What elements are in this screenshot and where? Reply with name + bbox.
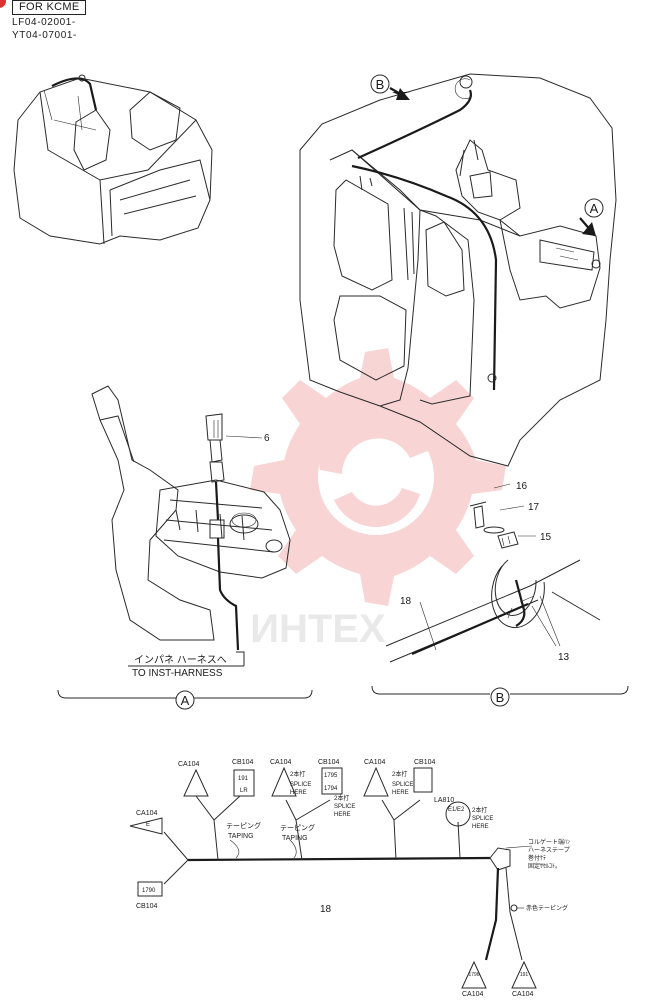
connector-cb104-2 xyxy=(321,767,343,795)
connector-cb104-1 xyxy=(233,769,255,797)
callout-part-6: 6 xyxy=(264,433,270,444)
corrugate-note-1: コルゲート端ﾊﾝ xyxy=(528,838,570,846)
harness-layout-diagram xyxy=(163,795,533,961)
label-ca104-1: CA104 xyxy=(178,761,200,768)
splice-jp-4: 2本打 xyxy=(472,806,487,814)
detail-b-letter: B xyxy=(496,690,505,705)
code-1795: 1795 xyxy=(324,773,338,779)
label-ca104-bottom-1: CA104 xyxy=(462,991,484,998)
model-box-label: FOR KCME xyxy=(12,0,87,15)
view-b-marker-letter: B xyxy=(376,77,385,92)
detail-a-label xyxy=(175,690,195,710)
label-cb104-2: CB104 xyxy=(318,759,340,766)
taping-jp-1: テーピング xyxy=(226,821,261,830)
serial-range-1: LF04-02001- xyxy=(12,17,76,28)
connector-ca104-2 xyxy=(271,766,297,797)
connector-la810 xyxy=(445,801,471,827)
label-ca104-3: CA104 xyxy=(364,759,386,766)
splice-jp-3: 2本打 xyxy=(392,770,407,778)
code-1794: 1794 xyxy=(324,786,338,792)
label-ca104-2: CA104 xyxy=(270,759,292,766)
splice-jp-1: 2本打 xyxy=(290,770,305,778)
taping-jp-2: テーピング xyxy=(280,823,315,832)
view-a-marker xyxy=(584,198,604,218)
splice-en-3a: SPLICE xyxy=(392,782,413,788)
label-cb104-3: CB104 xyxy=(414,759,436,766)
callout-part-16: 16 xyxy=(516,481,528,492)
splice-en-2a: SPLICE xyxy=(334,804,355,810)
callout-part-17: 17 xyxy=(528,502,540,513)
connector-ca104-bottom-1 xyxy=(461,960,487,989)
code-191b: 191 xyxy=(520,972,529,978)
red-taping-note: 赤色テーピング xyxy=(526,904,568,912)
connector-ca104-left: E xyxy=(129,817,163,835)
code-191: 191 xyxy=(238,776,249,782)
label-cb104-1: CB104 xyxy=(232,759,254,766)
connector-cb104-left xyxy=(137,881,163,897)
connector-ca104-bottom-2 xyxy=(511,960,537,989)
connector-cb104-3 xyxy=(413,767,433,793)
code-lr: LR xyxy=(240,788,248,794)
splice-en-2b: HERE xyxy=(334,812,351,818)
splice-en-1b: HERE xyxy=(290,790,307,796)
callout-part-18-detail: 18 xyxy=(400,596,412,607)
taping-en-2: TAPING xyxy=(282,835,308,842)
connector-ca104-1 xyxy=(183,768,209,797)
inst-harness-jp: インパネ ハーネスへ xyxy=(134,654,227,666)
code-e1e2: E1/E2 xyxy=(448,807,465,813)
revision-badge xyxy=(0,0,6,8)
label-ca104-bottom-2: CA104 xyxy=(512,991,534,998)
splice-en-1a: SPLICE xyxy=(290,782,311,788)
code-1796b: 1796 xyxy=(468,972,479,978)
splice-en-3b: HERE xyxy=(392,790,409,796)
ca104-left-code: E xyxy=(146,822,150,828)
splice-en-4a: SPLICE xyxy=(472,816,493,822)
code-la810: LA810 xyxy=(434,797,454,804)
taping-en-1: TAPING xyxy=(228,833,254,840)
splice-en-4b: HERE xyxy=(472,824,489,830)
detail-b-label xyxy=(490,687,510,707)
callout-part-18-harness: 18 xyxy=(320,904,332,915)
label-ca104-left: CA104 xyxy=(136,810,158,817)
label-cb104-left: CB104 xyxy=(136,903,158,910)
watermark: ИНТЕХ xyxy=(250,348,506,651)
connector-ca104-3 xyxy=(363,766,389,797)
callout-part-13: 13 xyxy=(558,652,570,663)
cab-overview-illustration xyxy=(13,74,213,245)
inst-harness-en: TO INST-HARNESS xyxy=(132,668,223,679)
corrugate-note-3: 巻付ｹﾃ xyxy=(528,854,546,862)
header-block: FOR KCME LF04-02001- YT04-07001- xyxy=(0,0,200,50)
view-a-marker-letter: A xyxy=(590,201,599,216)
detail-a-illustration xyxy=(91,385,291,651)
view-b-marker xyxy=(370,74,390,94)
serial-range-2: YT04-07001- xyxy=(12,30,77,41)
code-1790: 1790 xyxy=(142,888,156,894)
callout-part-15: 15 xyxy=(540,532,552,543)
splice-jp-2: 2本打 xyxy=(334,794,349,802)
detail-a-letter: A xyxy=(181,693,190,708)
detail-b-illustration xyxy=(385,483,601,663)
corrugate-note-4: 固定ｻｾﾙｺﾄ。 xyxy=(528,862,561,870)
corrugate-note-2: ハーネステープ xyxy=(528,847,570,854)
watermark-text: ИНТЕХ xyxy=(250,607,386,651)
cab-interior-illustration xyxy=(299,73,617,467)
